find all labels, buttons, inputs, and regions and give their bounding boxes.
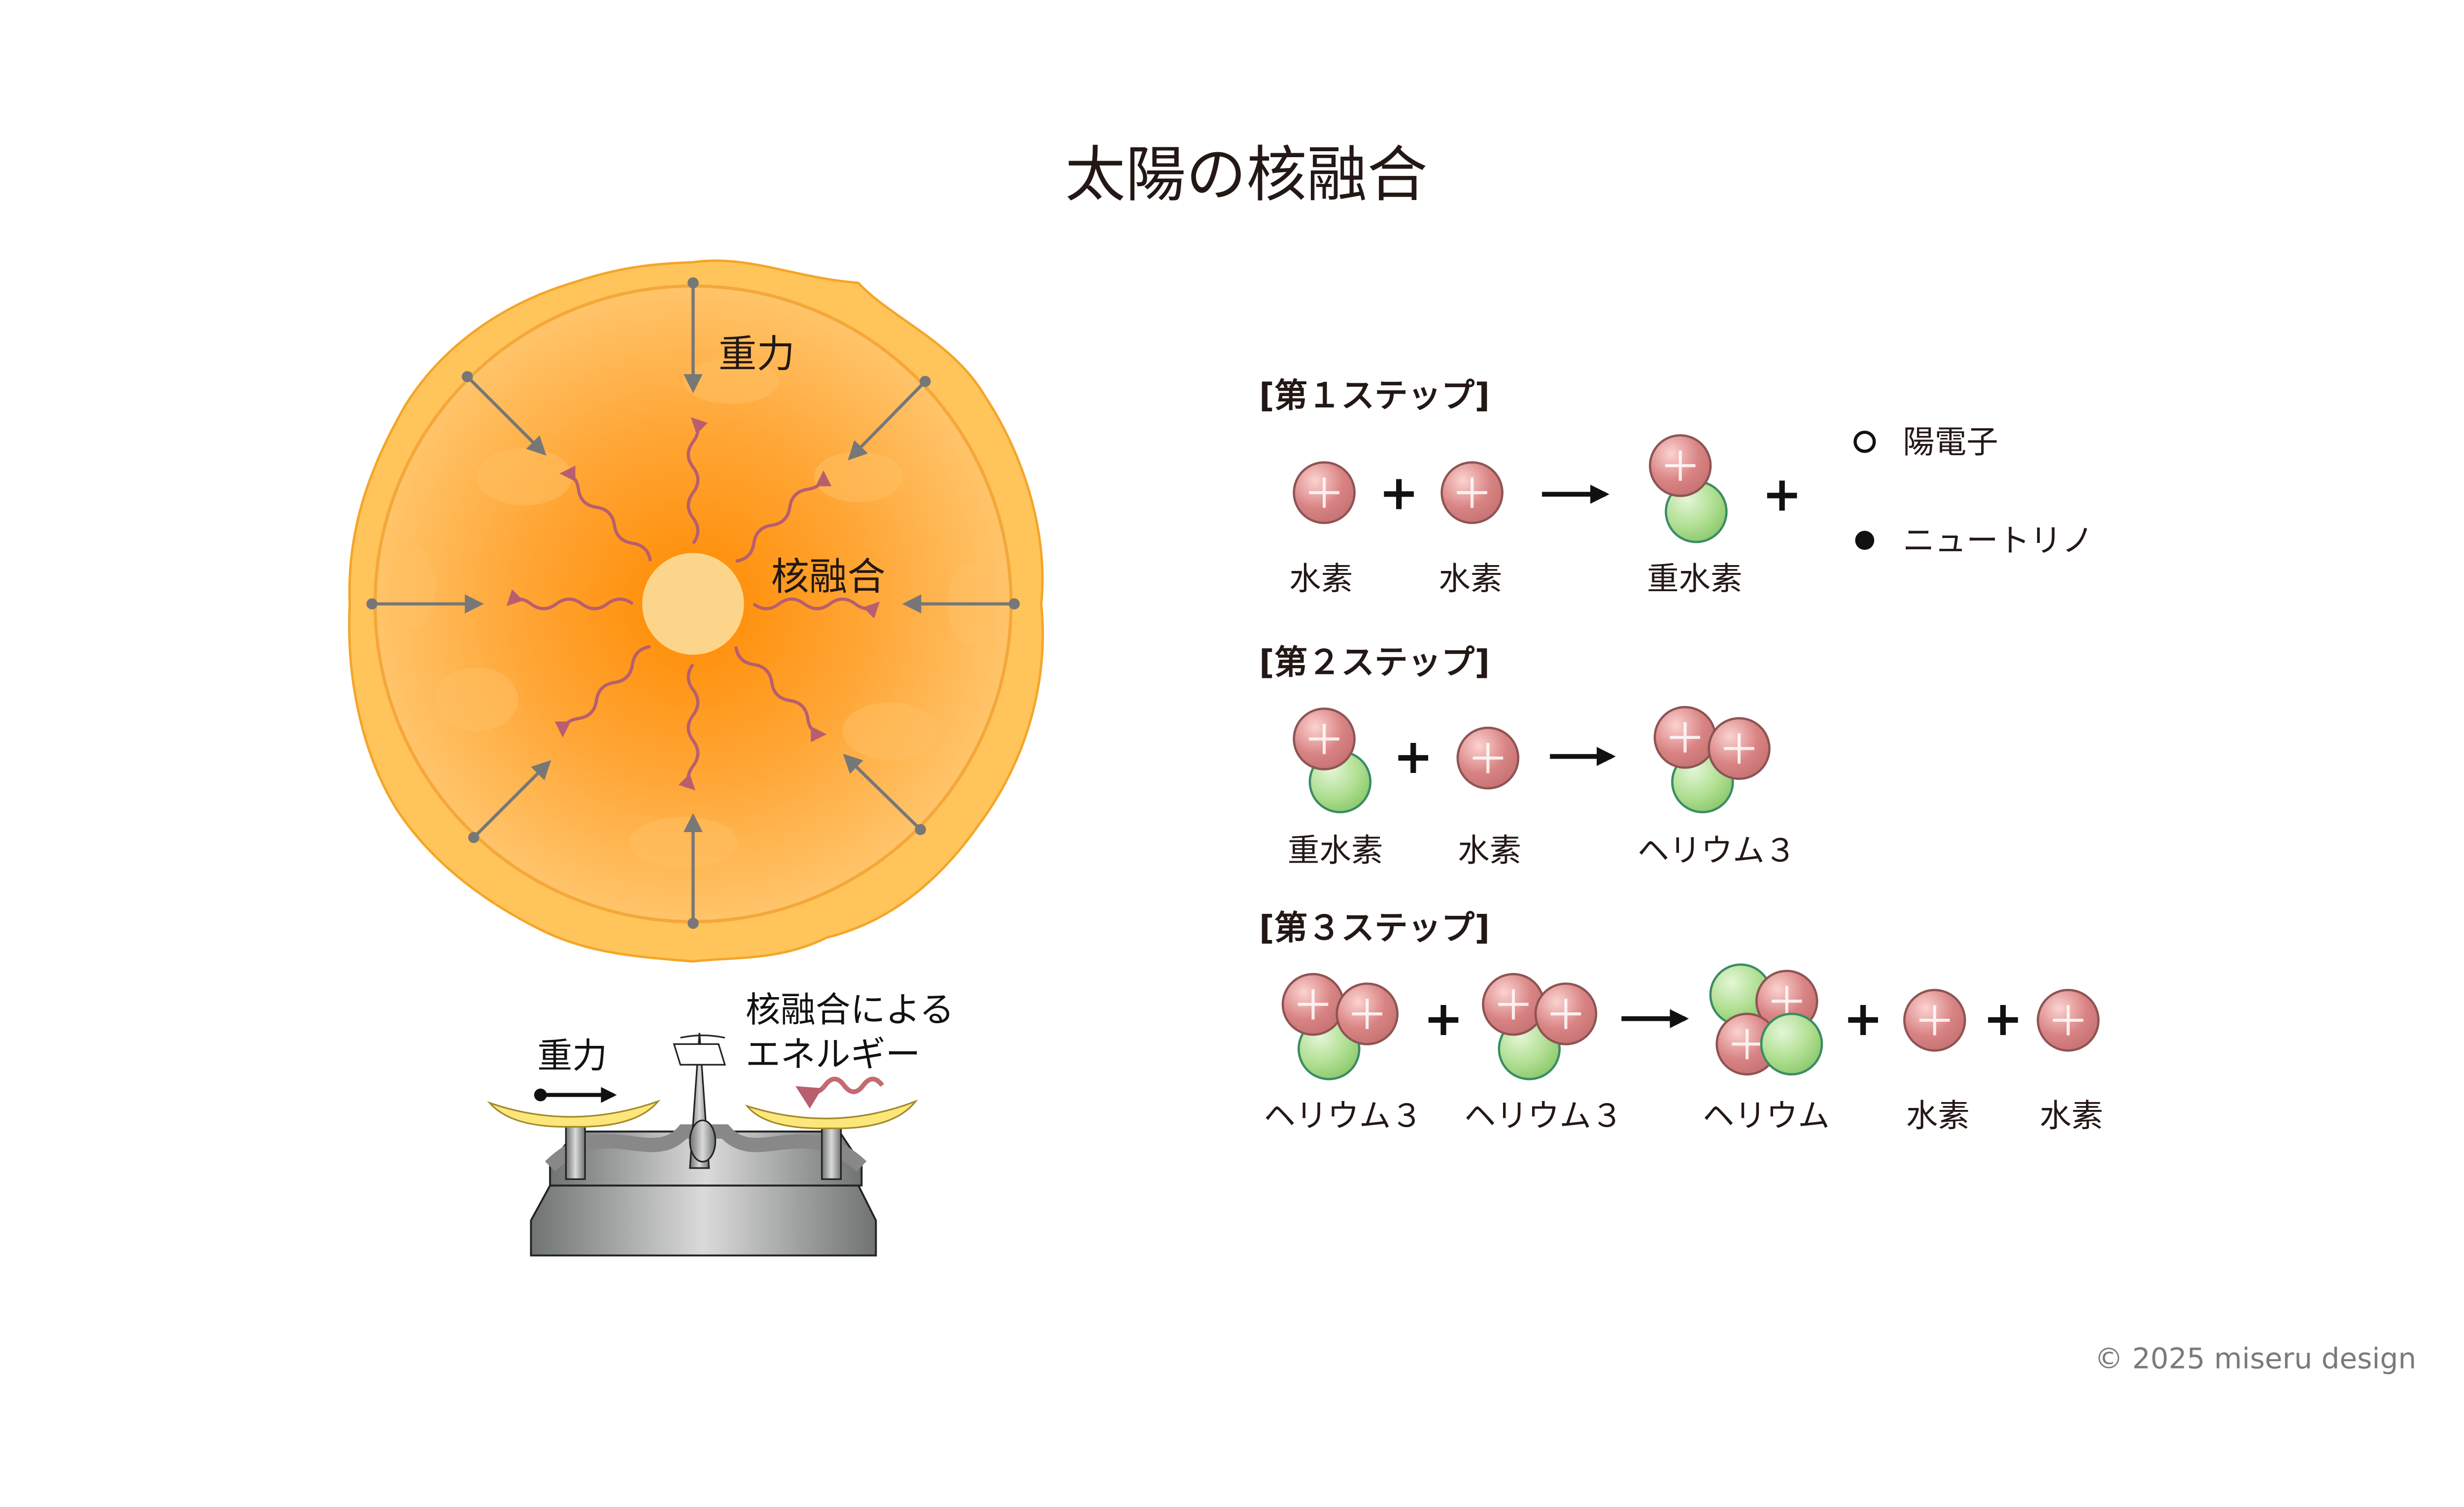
sun-core <box>642 553 744 655</box>
particle-label: 水素 <box>2040 1098 2103 1135</box>
helium-3 <box>1283 974 1398 1079</box>
balance-gravity-label: 重力 <box>537 1036 607 1076</box>
right-post <box>821 1124 842 1180</box>
particle-label: 水素 <box>1289 561 1353 598</box>
particle-label: ヘリウム３ <box>1638 832 1797 869</box>
proton <box>2038 990 2098 1051</box>
balance-energy-label-2: エネルギー <box>746 1034 921 1075</box>
particle-label: ヘリウム３ <box>1464 1098 1623 1135</box>
step-2: [第２ステップ] + 重水素 水素 ヘリウム３ <box>1259 643 1796 870</box>
energy-wave-icon <box>795 1076 885 1109</box>
plus-sign: + <box>1983 991 2023 1046</box>
proton <box>1458 728 1518 788</box>
step-3: [第３ステップ] + + + ヘリウム３ ヘリウム３ ヘリウム 水素 水素 <box>1259 908 2103 1135</box>
balance-scale: 重力 核融合による エネルギー <box>487 989 955 1257</box>
deuterium <box>1294 709 1370 812</box>
step-header: [第２ステップ] <box>1259 643 1490 682</box>
fusion-diagram: 太陽の核融合 重力 核融合 重力 核融合による エネルギー <box>348 139 2416 1375</box>
particle-label: 重水素 <box>1647 561 1743 598</box>
left-post <box>565 1124 586 1180</box>
neutrino-icon <box>1855 531 1875 550</box>
gravity-label: 重力 <box>719 332 795 376</box>
particle-label: 水素 <box>1906 1098 1970 1135</box>
copyright: © 2025 miseru design <box>2094 1341 2416 1375</box>
scale-pivot <box>689 1119 717 1163</box>
plus-sign: + <box>1393 729 1433 784</box>
scale-base <box>530 1184 877 1257</box>
balance-energy-label-1: 核融合による <box>746 989 955 1030</box>
positron-icon <box>1853 431 1876 453</box>
proton <box>1442 463 1503 523</box>
step-header: [第３ステップ] <box>1259 908 1490 947</box>
energy-waves <box>506 417 880 791</box>
scale-dial-icon <box>673 1043 726 1066</box>
particle-label: 水素 <box>1458 832 1521 869</box>
step-header: [第１ステップ] <box>1259 376 1490 415</box>
proton <box>1294 463 1355 523</box>
page-title: 太陽の核融合 <box>1065 139 1427 210</box>
left-pan <box>487 1100 661 1128</box>
helium-3 <box>1655 707 1770 812</box>
fusion-label: 核融合 <box>771 555 886 599</box>
right-pan <box>745 1099 918 1130</box>
particle-label: ヘリウム <box>1703 1098 1830 1135</box>
step-1: [第１ステップ] + + 陽電子 ニュートリノ 水素 水素 重水素 <box>1259 376 2093 598</box>
positron-label: 陽電子 <box>1903 424 1998 461</box>
plus-sign: + <box>1423 991 1463 1046</box>
gravity-arrows <box>372 283 1015 924</box>
deuterium <box>1650 435 1726 542</box>
particle-label: 水素 <box>1438 561 1502 598</box>
proton <box>1904 990 1965 1051</box>
plus-sign: + <box>1379 465 1419 520</box>
plus-sign: + <box>1762 467 1802 522</box>
helium-4 <box>1711 965 1822 1074</box>
helium-3 <box>1483 974 1596 1079</box>
plus-sign: + <box>1843 991 1883 1046</box>
particle-label: ヘリウム３ <box>1264 1098 1423 1135</box>
gravity-dots <box>366 277 1020 929</box>
particle-label: 重水素 <box>1288 832 1383 869</box>
sun: 重力 核融合 <box>348 259 1044 963</box>
neutrino-label: ニュートリノ <box>1903 522 2093 559</box>
